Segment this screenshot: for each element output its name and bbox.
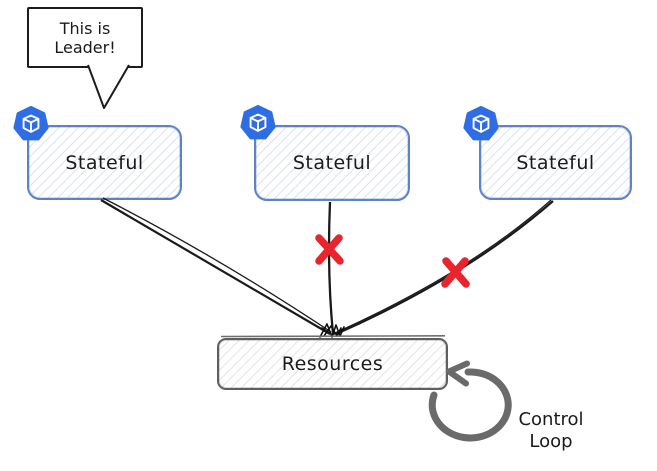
stateful-node-3: Stateful <box>479 125 632 200</box>
stateful-node-1: Stateful <box>27 125 182 200</box>
stateful-node-1-label: Stateful <box>65 151 144 174</box>
leader-speech-bubble: This is Leader! <box>27 7 143 68</box>
speech-bubble-tail <box>87 64 130 109</box>
speech-bubble-line2: Leader! <box>54 37 116 57</box>
control-loop-label-line1: Control <box>518 409 584 430</box>
resources-top-edge-stroke <box>220 335 446 338</box>
connection-line-1 <box>100 199 331 335</box>
control-loop-label: Control Loop <box>505 409 597 453</box>
failed-connection-cross-2 <box>441 257 470 288</box>
stateful-node-2: Stateful <box>254 125 410 201</box>
pod-cube-icon-2 <box>240 105 276 140</box>
resources-node: Resources <box>217 338 448 390</box>
connection-line-3 <box>335 200 554 336</box>
pod-cube-icon-1 <box>13 106 49 141</box>
pod-cube-icon-3 <box>463 106 499 141</box>
stateful-node-3-label: Stateful <box>516 151 595 174</box>
connection-line-2 <box>327 201 335 335</box>
connection-line-1b <box>102 197 332 333</box>
control-loop-label-line2: Loop <box>529 431 573 452</box>
resources-node-label: Resources <box>281 353 384 375</box>
speech-bubble-line1: This is <box>59 18 111 38</box>
connection-line-3b <box>336 199 552 333</box>
convergence-arrowhead-scribble <box>319 323 345 338</box>
stateful-node-2-label: Stateful <box>292 152 372 174</box>
failed-connection-cross-1 <box>315 234 344 265</box>
